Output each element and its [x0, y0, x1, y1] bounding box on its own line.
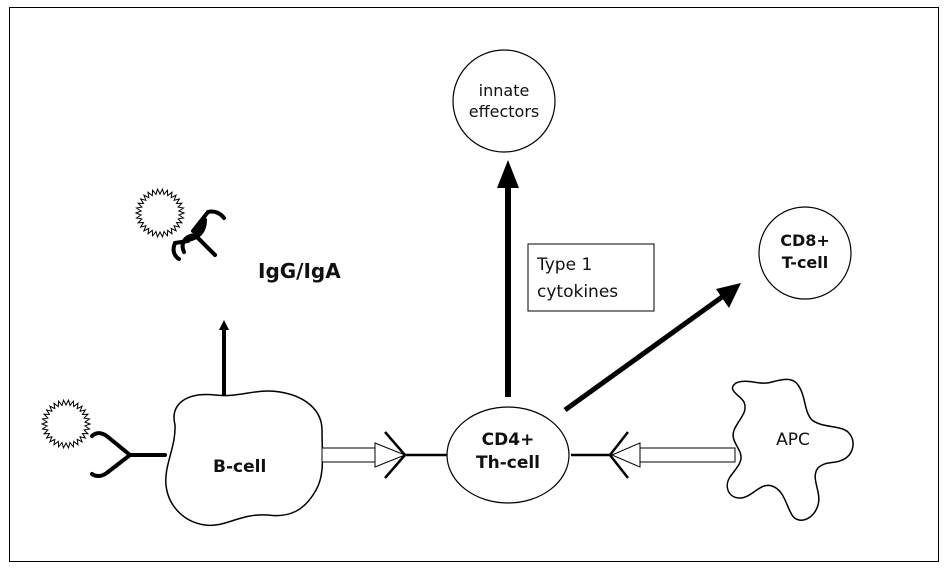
apc-cd4-interaction-arrow [610, 442, 736, 468]
cd4-to-cd8-arrow [563, 294, 724, 413]
cd4-to-cd8-arrowhead [716, 283, 741, 308]
cd8-label-line2: T-cell [782, 253, 829, 272]
bcell-shape [165, 390, 324, 527]
cd4-label-line1: CD4+ [482, 430, 535, 450]
bcell-label: B-cell [213, 457, 266, 477]
cytokine-label-line2: cytokines [537, 282, 618, 302]
apc-label: APC [776, 430, 810, 450]
cd8-t-cell-node [758, 206, 852, 300]
cd4-right-receptor-icon [571, 431, 629, 479]
diagram-frame [9, 7, 939, 562]
bcell-receptor-icon [90, 431, 167, 479]
pathogen-left-icon [40, 398, 92, 450]
cd4-th-cell-node [446, 406, 570, 504]
innate-effectors-node [452, 49, 556, 153]
cd4-label-line2: Th-cell [476, 453, 540, 473]
apc-shape [726, 378, 854, 521]
innate-label-line1: innate [479, 81, 530, 100]
cd4-to-innate-arrowhead [497, 160, 519, 188]
bcell-cd4-interaction-arrow [321, 442, 407, 468]
cytokine-label-line1: Type 1 [536, 255, 592, 275]
cd8-label-line1: CD8+ [780, 231, 830, 250]
cytokine-box [527, 243, 655, 312]
antibody-label: IgG/IgA [258, 259, 341, 283]
pathogen-top-icon [134, 187, 186, 239]
cd4-left-receptor-icon [384, 431, 447, 479]
innate-label-line2: effectors [469, 102, 539, 121]
free-antibody-icon [171, 209, 226, 261]
